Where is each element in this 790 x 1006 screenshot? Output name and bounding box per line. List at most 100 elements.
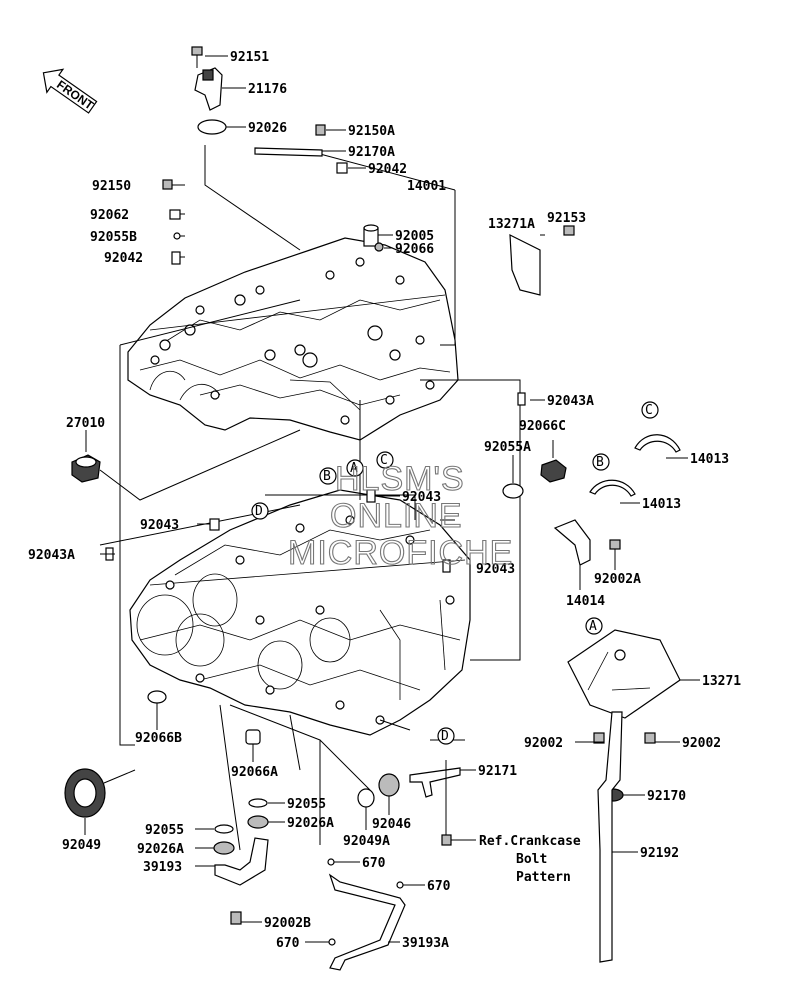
label-670-c: 670	[276, 936, 300, 951]
part-92002B-bolt	[230, 911, 242, 925]
callout-B-right: B	[592, 453, 610, 471]
part-92042-dowel-left	[171, 251, 181, 265]
part-92026-oring	[197, 119, 227, 135]
part-670-oring-c	[328, 938, 336, 946]
label-39193A: 39193A	[402, 936, 449, 951]
callout-B-case-text: B	[323, 469, 331, 484]
callout-C-case: C	[376, 451, 394, 469]
part-92002-bolt-left	[593, 732, 605, 744]
callout-A-case: A	[346, 459, 364, 477]
label-92170: 92170	[647, 789, 686, 804]
callout-B-right-text: B	[596, 455, 604, 470]
label-92150: 92150	[92, 179, 131, 194]
label-92049: 92049	[62, 838, 101, 853]
label-14013-lower: 14013	[642, 497, 681, 512]
label-92150A: 92150A	[348, 124, 395, 139]
part-92026A-ring-right	[247, 815, 269, 829]
part-92042-dowel	[336, 162, 348, 174]
label-ref-bolt: Bolt	[516, 852, 547, 867]
part-92066A-plug	[245, 729, 261, 745]
label-14014: 14014	[566, 594, 605, 609]
part-92066B-plug	[147, 690, 167, 704]
front-arrow-icon: FRONT	[42, 68, 98, 114]
part-13271A-plate	[509, 234, 541, 296]
part-92005-fitting	[363, 224, 379, 247]
label-92192: 92192	[640, 846, 679, 861]
label-92043-left: 92043	[140, 518, 179, 533]
watermark-line-2: ONLINE	[330, 497, 463, 535]
label-ref-crankcase: Ref.Crankcase	[479, 834, 581, 849]
label-92005: 92005	[395, 229, 434, 244]
part-14013-upper	[634, 434, 681, 453]
part-13271-plate	[567, 629, 681, 719]
label-92055-left: 92055	[145, 823, 184, 838]
part-92026A-ring-left	[213, 841, 235, 855]
callout-C-top: C	[641, 401, 659, 419]
part-92066-plug	[374, 242, 384, 252]
label-92055B: 92055B	[90, 230, 137, 245]
part-14013-lower	[589, 479, 636, 497]
part-21176-sensor	[194, 67, 223, 111]
part-92055A-oring	[502, 483, 524, 499]
part-14014-bracket	[553, 519, 591, 566]
lower-crankcase	[129, 489, 471, 736]
part-labels: 92151 21176 92026 92150A 92170A 92042 14…	[28, 50, 741, 951]
part-39193-pipe	[214, 837, 269, 886]
label-92043A-left: 92043A	[28, 548, 75, 563]
label-670-b: 670	[427, 879, 451, 894]
label-92026: 92026	[248, 121, 287, 136]
label-92170A: 92170A	[348, 145, 395, 160]
callout-C-top-text: C	[645, 403, 653, 418]
label-670-a: 670	[362, 856, 386, 871]
label-13271A: 13271A	[488, 217, 535, 232]
part-92150A-bolt	[315, 124, 326, 136]
label-92153: 92153	[547, 211, 586, 226]
label-92062: 92062	[90, 208, 129, 223]
callout-C-case-text: C	[380, 453, 388, 468]
part-92043-dowel-left	[209, 518, 220, 531]
part-92046-bearing	[378, 773, 400, 797]
label-92046: 92046	[372, 817, 411, 832]
label-92002B: 92002B	[264, 916, 311, 931]
part-92192-hose	[597, 711, 623, 963]
watermark-line-3: MICROFICHE	[288, 534, 513, 572]
part-92049A-seal	[357, 788, 375, 808]
front-label: FRONT	[54, 77, 96, 113]
part-92043-dowel-right	[442, 559, 451, 573]
label-92026A-right: 92026A	[287, 816, 334, 831]
callout-D-bracket: D	[437, 727, 455, 745]
label-92066A: 92066A	[231, 765, 278, 780]
label-13271: 13271	[702, 674, 741, 689]
part-92150-bolt	[162, 179, 185, 190]
label-92042: 92042	[368, 162, 407, 177]
label-92042-left: 92042	[104, 251, 143, 266]
part-92055B-oring	[173, 232, 181, 240]
label-92026A-left: 92026A	[137, 842, 184, 857]
label-ref-pattern: Pattern	[516, 870, 571, 885]
label-92043-center: 92043	[402, 490, 441, 505]
part-670-oring-a	[327, 858, 335, 866]
callout-B-case: B	[319, 467, 337, 485]
part-39193A-pipe	[328, 873, 406, 971]
callout-A-plate-text: A	[589, 619, 597, 634]
part-92055-oring-right	[248, 798, 268, 808]
label-92151: 92151	[230, 50, 269, 65]
callout-D-case-text: D	[255, 504, 263, 519]
label-92055-right: 92055	[287, 797, 326, 812]
label-92066C: 92066C	[519, 419, 566, 434]
part-92062-collar	[169, 209, 181, 220]
part-92049-seal	[64, 768, 106, 818]
label-92043-right: 92043	[476, 562, 515, 577]
part-92002A-bolt	[609, 539, 621, 550]
label-92043A-top: 92043A	[547, 394, 594, 409]
label-39193: 39193	[143, 860, 182, 875]
callout-D-bracket-text: D	[441, 729, 449, 744]
label-92049A: 92049A	[343, 834, 390, 849]
label-92066B: 92066B	[135, 731, 182, 746]
label-92066: 92066	[395, 242, 434, 257]
label-92002-right: 92002	[682, 736, 721, 751]
label-27010: 27010	[66, 416, 105, 431]
part-92066C-plug	[540, 459, 567, 483]
